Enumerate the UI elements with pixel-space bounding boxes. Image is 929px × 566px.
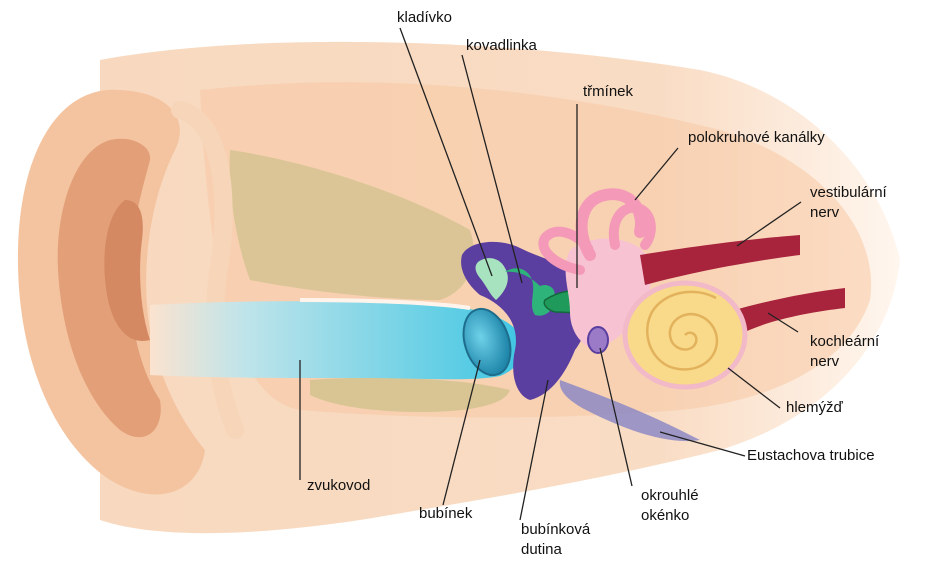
label-polokruhove-kanalky: polokruhové kanálky xyxy=(688,128,825,148)
label-hlemyzd: hlemýžď xyxy=(786,398,843,418)
label-bubinkova-line2: dutina xyxy=(521,540,590,560)
label-okrouhle-line2: okénko xyxy=(641,506,699,526)
label-kovadlinka: kovadlinka xyxy=(466,36,537,56)
label-vestibularni-nerv: vestibulární nerv xyxy=(810,183,887,223)
label-kochlearni-line1: kochleární xyxy=(810,332,879,352)
label-kladivko: kladívko xyxy=(397,8,452,28)
label-okrouhle-line1: okrouhlé xyxy=(641,486,699,506)
label-okrouhle-okenko: okrouhlé okénko xyxy=(641,486,699,526)
label-vestibularni-line1: vestibulární xyxy=(810,183,887,203)
label-zvukovod: zvukovod xyxy=(307,476,370,496)
label-kochlearni-nerv: kochleární nerv xyxy=(810,332,879,372)
label-triminek: třmínek xyxy=(583,82,633,102)
label-bubinek: bubínek xyxy=(419,504,472,524)
label-bubinkova-line1: bubínková xyxy=(521,520,590,540)
label-vestibularni-line2: nerv xyxy=(810,203,887,223)
label-bubinkova-dutina: bubínková dutina xyxy=(521,520,590,560)
label-kochlearni-line2: nerv xyxy=(810,352,879,372)
round-window xyxy=(588,327,608,353)
label-eustachova-trubice: Eustachova trubice xyxy=(747,446,875,466)
